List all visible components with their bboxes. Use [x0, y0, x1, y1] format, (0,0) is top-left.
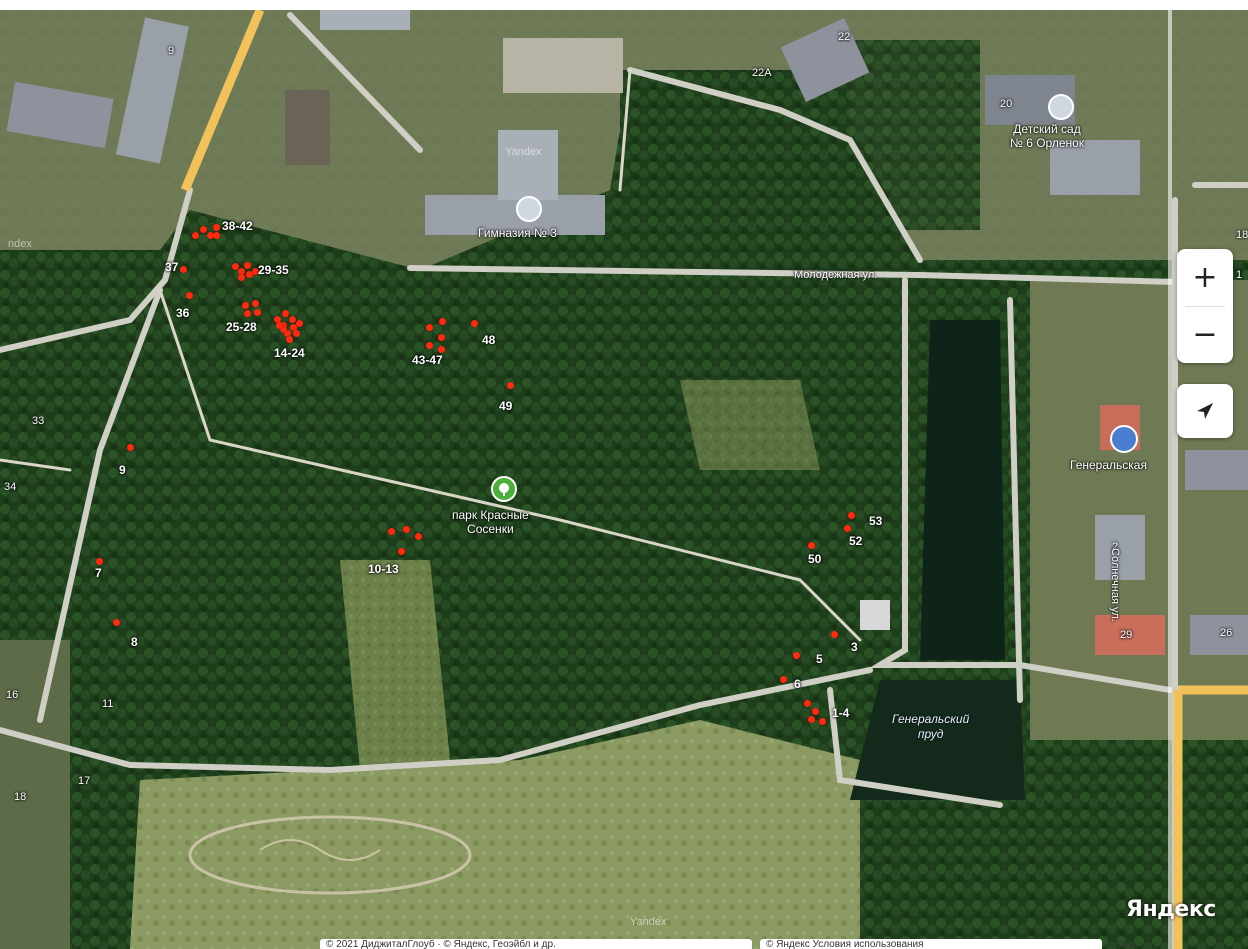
site-label: 7: [95, 566, 102, 580]
kindergarten-icon[interactable]: [1048, 94, 1074, 120]
house-number: 16: [6, 689, 19, 701]
house-number: 22А: [752, 67, 772, 79]
site-label: 50: [808, 552, 822, 566]
site-label: 49: [499, 399, 513, 413]
house-number: 2: [1112, 541, 1119, 553]
site-label: 48: [482, 333, 496, 347]
site-label: 53: [869, 514, 883, 528]
house-number: 1: [1236, 269, 1243, 281]
house-number: 33: [32, 415, 45, 427]
site-label: 38-42: [222, 219, 253, 233]
site-label: 29-35: [258, 263, 289, 277]
generalskaya-label[interactable]: Генеральская: [1070, 458, 1147, 472]
site-label: 25-28: [226, 320, 257, 334]
house-number: 29: [1120, 629, 1133, 641]
pond-label: Генеральский пруд: [892, 712, 970, 741]
gymnasium-label[interactable]: Гимназия № 3: [478, 226, 557, 240]
arrow-icon: [1197, 403, 1213, 419]
house-number: 26: [1220, 627, 1233, 639]
house-number: 20: [1000, 98, 1013, 110]
house-number: 18: [1236, 229, 1248, 241]
site-label: 1-4: [832, 706, 850, 720]
site-label: 5: [816, 652, 823, 666]
house-number: 17: [78, 775, 91, 787]
house-number: 9: [168, 45, 175, 57]
site-label: 10-13: [368, 562, 399, 576]
site-label: 8: [131, 635, 138, 649]
house-number: 34: [4, 481, 17, 493]
site-label: 52: [849, 534, 863, 548]
site-label: 6: [794, 677, 801, 691]
locate-button[interactable]: [1177, 384, 1233, 438]
yandex-logo[interactable]: Яндекс: [1126, 897, 1216, 922]
site-label: 14-24: [274, 346, 305, 360]
tree-icon[interactable]: [491, 476, 517, 502]
terms-link[interactable]: © Яндекс Условия использования: [760, 939, 1102, 949]
zoom-out-button[interactable]: −: [1192, 317, 1218, 353]
zoom-control: + −: [1177, 249, 1233, 363]
site-label: 43-47: [412, 353, 443, 367]
zoom-in-button[interactable]: +: [1192, 259, 1218, 295]
copyright-notice: © 2021 ДиджиталГлоуб · © Яндекс, Геоэйбл…: [320, 939, 752, 949]
scale-bar: 50 м: [1115, 940, 1136, 949]
street-label: Солнечная ул.: [1109, 548, 1121, 622]
site-label: 37: [165, 260, 179, 274]
house-number: 11: [102, 698, 114, 710]
park-label[interactable]: парк Красные Сосенки: [452, 508, 529, 536]
school-icon[interactable]: [516, 196, 542, 222]
watermark: Yandex: [630, 916, 667, 928]
site-label: 9: [119, 463, 126, 477]
site-label: 3: [851, 640, 858, 654]
house-number: 22: [838, 31, 851, 43]
watermark: ndex: [8, 238, 32, 250]
watermark: Yandex: [505, 146, 542, 158]
kindergarten-label[interactable]: Детский сад № 6 Орленок: [1010, 122, 1085, 150]
hotel-icon[interactable]: [1110, 425, 1138, 453]
street-label: Молодежная ул.: [794, 269, 878, 281]
site-label: 36: [176, 306, 190, 320]
house-number: 18: [14, 791, 27, 803]
